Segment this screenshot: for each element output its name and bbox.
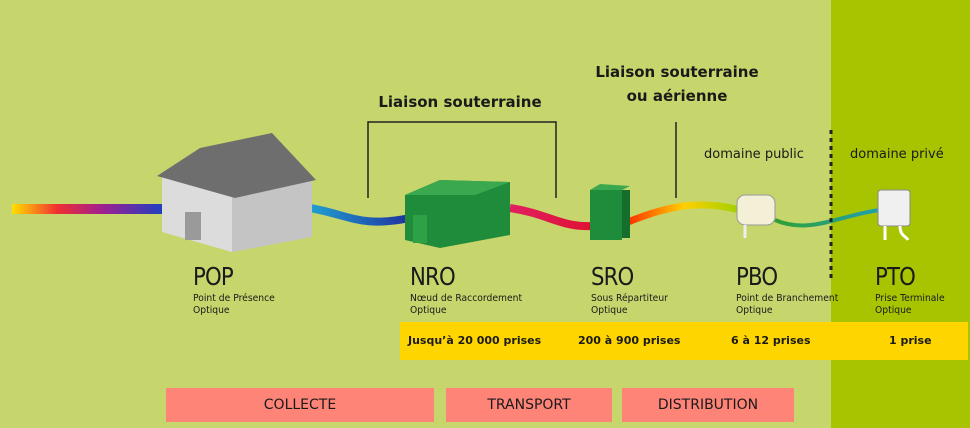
node-code: PTO — [875, 262, 916, 291]
segment-transport: TRANSPORT — [446, 388, 612, 422]
fiber-pbo-pto — [774, 208, 881, 228]
domain-public-label: domaine public — [704, 147, 804, 162]
fiber-sro-pbo — [626, 201, 741, 226]
pto-outlet-icon — [877, 189, 911, 241]
segment-distribution: DISTRIBUTION — [622, 388, 794, 422]
pbo-box-icon — [736, 194, 776, 238]
capacity-pbo: 6 à 12 prises — [731, 334, 811, 347]
node-desc: Sous Répartiteur — [591, 293, 668, 304]
node-desc: Optique — [591, 305, 628, 316]
node-desc: Nœud de Raccordement — [410, 293, 523, 304]
bracket-nro-sro — [367, 121, 557, 198]
link-label-sro-pbo: Liaison souterraine ou aérienne — [577, 60, 777, 108]
segment-collecte: COLLECTE — [166, 388, 434, 422]
link-label-nro-sro: Liaison souterraine — [378, 93, 542, 111]
fiber-nro-sro — [509, 204, 596, 231]
node-desc: Point de Présence — [193, 293, 275, 304]
sro-cabinet-icon — [590, 184, 630, 240]
link-label-line2: ou aérienne — [626, 87, 728, 105]
node-desc: Optique — [875, 305, 912, 316]
node-desc: Point de Branchement — [736, 293, 839, 304]
fiber-source — [12, 204, 162, 214]
node-desc: Optique — [736, 305, 773, 316]
node-code: NRO — [410, 262, 456, 291]
capacity-bar — [400, 322, 968, 360]
nro-cabinet-icon — [405, 180, 510, 248]
capacity-nro: Jusqu’à 20 000 prises — [408, 334, 542, 347]
domain-private-label: domaine privé — [850, 147, 944, 162]
node-desc: Optique — [193, 305, 230, 316]
node-code: PBO — [736, 262, 778, 291]
pop-house-icon — [157, 133, 316, 252]
link-label-line1: Liaison souterraine — [595, 63, 759, 81]
node-code: SRO — [591, 262, 634, 291]
node-code: POP — [193, 262, 234, 291]
capacity-sro: 200 à 900 prises — [578, 334, 681, 347]
node-desc: Prise Terminale — [875, 293, 945, 304]
node-desc: Optique — [410, 305, 447, 316]
fiber-pop-nro — [309, 204, 411, 226]
capacity-pto: 1 prise — [889, 334, 932, 347]
